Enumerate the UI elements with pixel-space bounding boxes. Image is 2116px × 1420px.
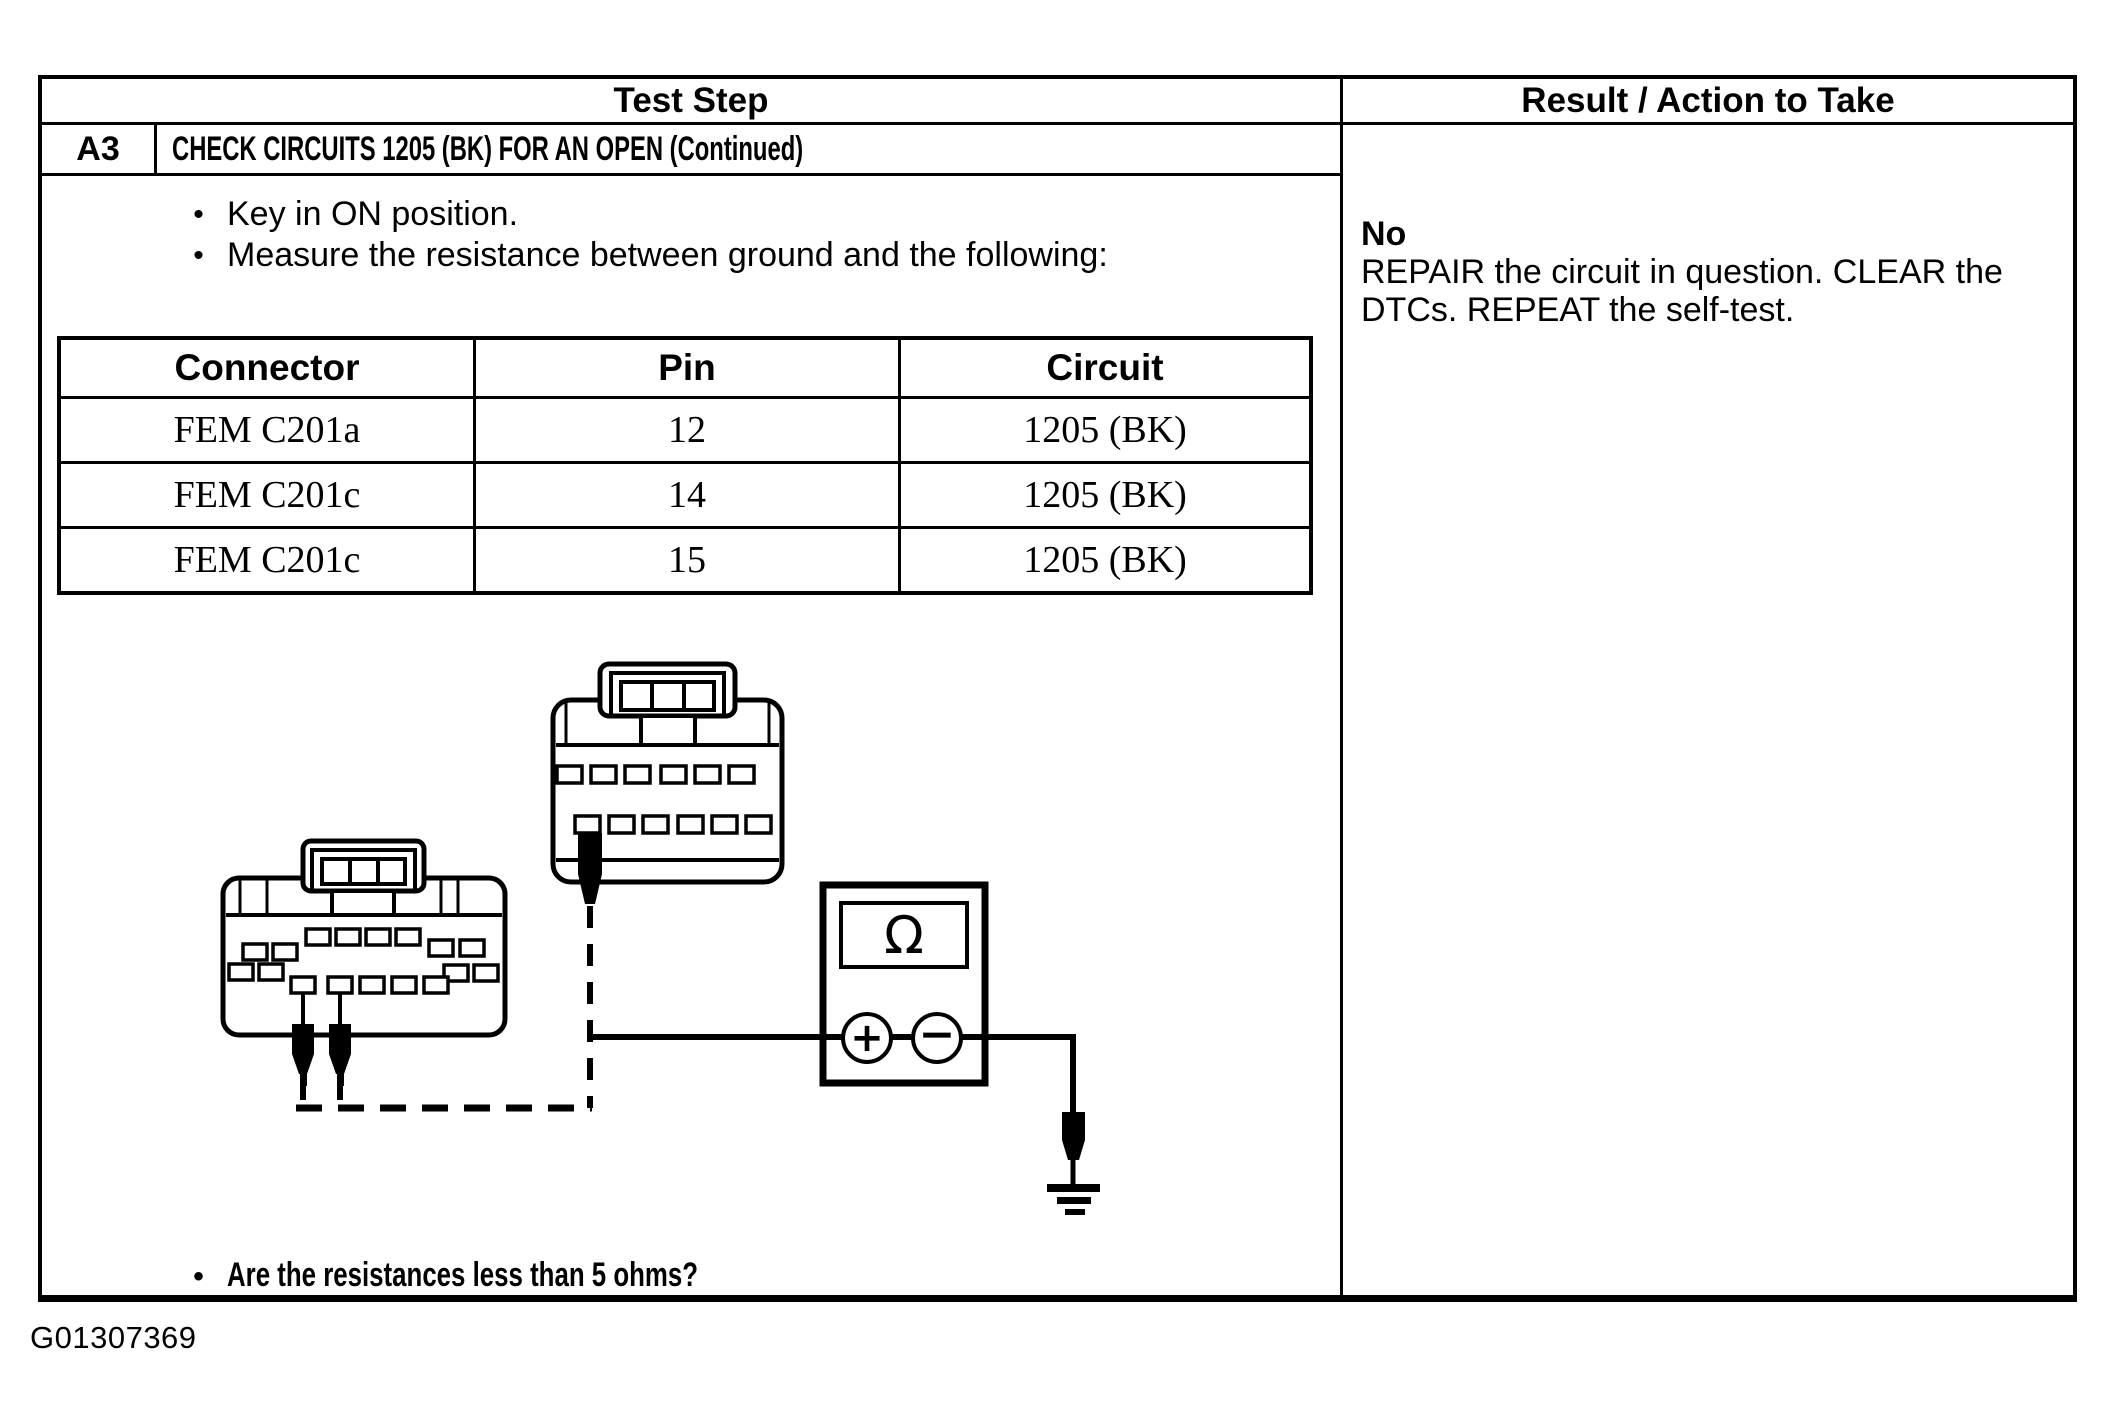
step-title-cell: CHECK CIRCUITS 1205 (BK) FOR AN OPEN (Co… (157, 125, 1074, 173)
circuit-cell: 1205 (BK) (898, 461, 1313, 529)
bullet-icon: • (193, 1260, 204, 1293)
instruction-item: • Measure the resistance between ground … (42, 235, 1340, 276)
test-step-header: Test Step (42, 79, 1340, 125)
test-step-header-label: Test Step (613, 80, 769, 120)
table-row: FEM C201c 14 1205 (BK) (57, 461, 1313, 529)
step-title-label: CHECK CIRCUITS 1205 (BK) FOR AN OPEN (Co… (172, 129, 804, 168)
bullet-icon: • (193, 239, 204, 272)
table-row: FEM C201c 15 1205 (BK) (57, 526, 1313, 595)
bullet-icon: • (193, 198, 204, 231)
circuit-cell: 1205 (BK) (898, 396, 1313, 464)
question-text: Are the resistances less than 5 ohms? (227, 1256, 699, 1294)
result-body: No REPAIR the circuit in question. CLEAR… (1343, 125, 2073, 329)
circuit-cell: 1205 (BK) (898, 526, 1313, 595)
result-verdict: No (1361, 215, 1407, 253)
test-step-body: • Key in ON position. • Measure the resi… (42, 176, 1340, 1295)
step-id-label: A3 (76, 129, 120, 168)
measurement-table: Connector Pin Circuit FEM C201a 12 1205 … (57, 336, 1313, 595)
connector-cell: FEM C201c (57, 526, 476, 595)
table-row: FEM C201a 12 1205 (BK) (57, 396, 1313, 464)
instruction-list: • Key in ON position. • Measure the resi… (42, 194, 1340, 276)
result-header: Result / Action to Take (1343, 79, 2073, 125)
column-header-circuit: Circuit (898, 336, 1313, 399)
pin-cell: 14 (473, 461, 901, 529)
result-header-label: Result / Action to Take (1521, 80, 1895, 120)
column-header-pin: Pin (473, 336, 901, 399)
pin-cell: 12 (473, 396, 901, 464)
instruction-text: Measure the resistance between ground an… (227, 236, 1108, 274)
instruction-text: Key in ON position. (227, 195, 519, 233)
test-step-column: Test Step A3 CHECK CIRCUITS 1205 (BK) FO… (42, 79, 1343, 1295)
connector-cell: FEM C201c (57, 461, 476, 529)
pin-cell: 15 (473, 526, 901, 595)
result-action-text: REPAIR the circuit in question. CLEAR th… (1361, 253, 2003, 329)
result-column: Result / Action to Take No REPAIR the ci… (1343, 79, 2073, 1295)
column-header-connector: Connector (57, 336, 476, 399)
figure-id: G01307369 (30, 1320, 197, 1355)
step-id-cell: A3 (42, 125, 157, 173)
question-line: • Are the resistances less than 5 ohms? (42, 1255, 1340, 1295)
step-title-row: A3 CHECK CIRCUITS 1205 (BK) FOR AN OPEN … (42, 125, 1340, 176)
instruction-item: • Key in ON position. (42, 194, 1340, 235)
pinpoint-test-table: Test Step A3 CHECK CIRCUITS 1205 (BK) FO… (38, 75, 2077, 1302)
measurement-table-header-row: Connector Pin Circuit (57, 336, 1313, 399)
connector-cell: FEM C201a (57, 396, 476, 464)
